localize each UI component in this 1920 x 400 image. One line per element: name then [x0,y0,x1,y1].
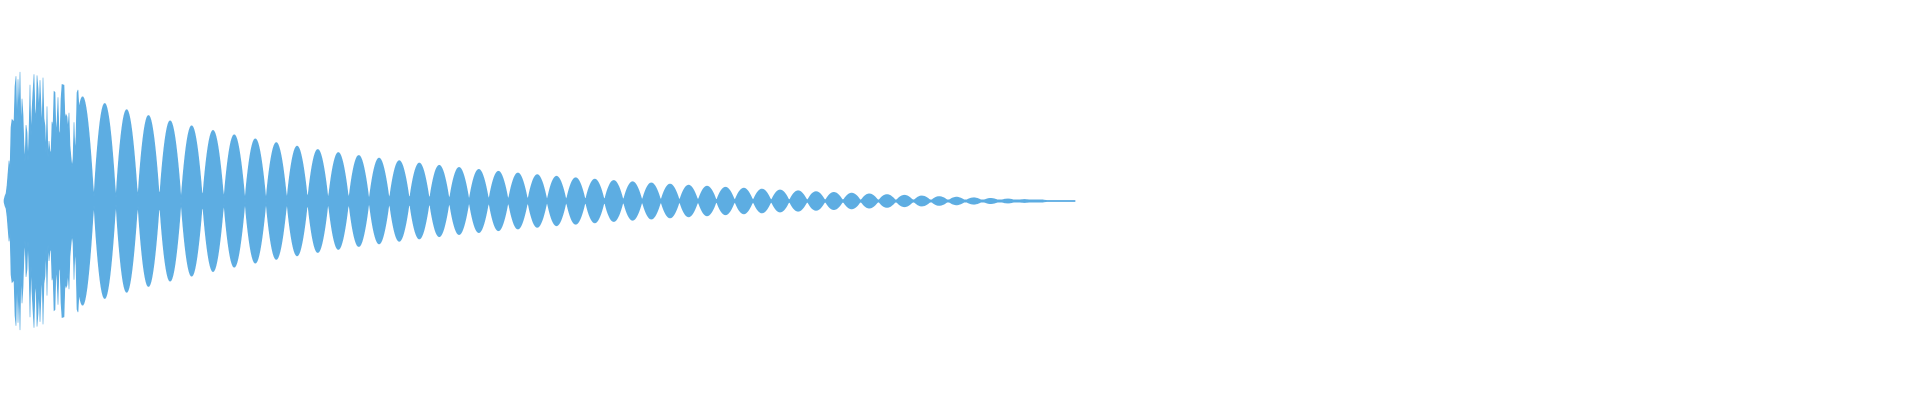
waveform-path [3,71,1076,331]
